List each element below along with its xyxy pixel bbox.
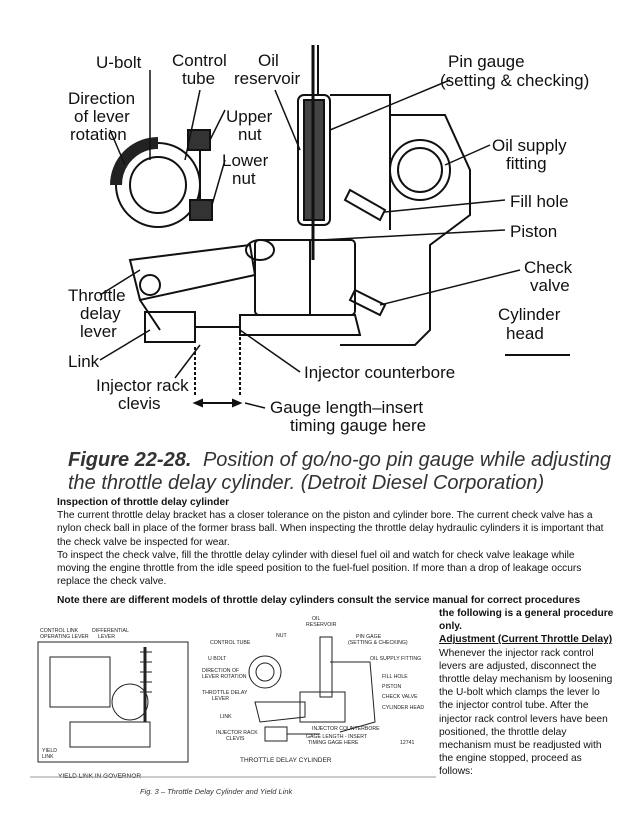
small-label-control-tube: CONTROL TUBE [210,640,251,646]
label-throttle-lever-3: lever [80,322,117,341]
small-label-yield: YIELD [42,748,57,754]
label-upper-nut-1: Upper [226,107,273,126]
small-label-u-bolt: U BOLT [208,656,227,662]
article-heading: Inspection of throttle delay cylinder [57,497,230,508]
label-ubolt: U-bolt [96,53,142,72]
label-link: Link [68,352,100,371]
throttle-cylinder-small-drawing [248,636,376,742]
label-oil-reservoir-2: reservoir [234,69,300,88]
small-label-nut: NUT [276,633,287,639]
small-label-piston: PISTON [382,684,401,690]
small-label-pin-gage: PIN GAGE [356,634,382,640]
small-label-check-valve: CHECK VALVE [382,694,418,700]
small-label-timing-gage: TIMING GAGE HERE [308,740,359,746]
small-label-reservoir: RESERVOIR [306,622,337,628]
small-label-injector-rack: INJECTOR RACK [216,730,258,736]
small-label-setting-checking: (SETTING & CHECKING) [348,640,408,646]
small-label-oil-supply: OIL SUPPLY FITTING [370,656,421,662]
adjustment-column: the following is a general procedure onl… [439,607,614,779]
label-fill-hole: Fill hole [510,192,569,211]
article-paragraph-2: To inspect the check valve, fill the thr… [57,549,582,588]
figure-3-throttle-delay: CONTROL LINK OPERATING LEVER DIFFERENTIA… [30,616,436,796]
note-line: Note there are different models of throt… [57,595,581,606]
label-cylinder-head-1: Cylinder [498,305,561,324]
label-oil-reservoir-1: Oil [258,51,279,70]
article-paragraph-1: The current throttle delay bracket has a… [57,510,604,548]
figure-caption-line2: the throttle delay cylinder. (Detroit Di… [68,472,544,494]
cylinder-head-drawing [330,94,471,346]
label-control-tube-1: Control [172,51,227,70]
figure-caption-number: Figure 22-28. [68,449,191,471]
governor-drawing [37,621,430,763]
delay-cylinder-drawing [239,188,387,336]
label-piston: Piston [510,222,557,241]
label-gauge-length-2: timing gauge here [290,416,426,435]
small-label-oil: OIL [312,616,320,622]
oil-reservoir-drawing [297,45,331,260]
small-caption-throttle-delay: THROTTLE DELAY CYLINDER [240,757,332,764]
label-oil-supply-2: fitting [506,154,547,173]
adjustment-body: Whenever the injector rack control lever… [439,647,613,778]
label-throttle-lever-2: delay [80,304,121,323]
label-injector-counterbore: Injector counterbore [304,363,455,382]
small-label-fill-hole: FILL HOLE [382,674,408,680]
small-label-throttle-delay: THROTTLE DELAY [202,690,248,696]
small-label-fig-code: 12741 [400,740,415,746]
label-upper-nut-2: nut [238,125,262,144]
label-throttle-lever-1: Throttle [68,286,126,305]
label-lower-nut-2: nut [232,169,256,188]
label-cylinder-head-2: head [506,324,544,343]
note-continuation: the following is a general procedure onl… [439,608,614,633]
figure-caption-line1: Position of go/no-go pin gauge while adj… [203,449,611,471]
small-label-link: LINK [220,714,232,720]
small-label-clevis: CLEVIS [226,736,245,742]
ubolt-drawing [110,129,213,228]
label-gauge-length-1: Gauge length–insert [270,398,423,417]
small-label-direction-1: DIRECTION OF [202,668,239,674]
article-body: Inspection of throttle delay cylinder Th… [57,496,609,588]
label-injector-rack-1: Injector rack [96,376,189,395]
label-pin-gauge-2: (setting & checking) [440,71,589,90]
label-pin-gauge-1: Pin gauge [448,52,525,71]
label-direction-2: of lever [74,107,130,126]
small-label-differential: DIFFERENTIAL [92,628,129,634]
label-check-valve-1: Check [524,258,573,277]
small-label-yield-link: LINK [42,754,54,760]
small-label-injector-counterbore: INJECTOR COUNTERBORE [312,726,380,732]
figure-22-28: U-bolt Control tube Oil reservoir Pin ga… [68,45,611,494]
adjustment-heading: Adjustment (Current Throttle Delay) [439,634,613,646]
label-lower-nut-1: Lower [222,151,269,170]
small-label-throttle-delay-lever: LEVER [212,696,229,702]
small-label-lever: LEVER [98,634,115,640]
label-check-valve-2: valve [530,276,570,295]
small-label-operating-lever: OPERATING LEVER [40,634,89,640]
label-direction-1: Direction [68,89,135,108]
label-control-tube-2: tube [182,69,215,88]
label-oil-supply-1: Oil supply [492,136,567,155]
small-label-cylinder-head: CYLINDER HEAD [382,705,424,711]
small-label-control-link: CONTROL LINK [40,628,79,634]
lever-drawing [128,243,257,408]
label-direction-3: rotation [70,125,127,144]
leader-lines [99,70,570,409]
small-label-direction-2: LEVER ROTATION [202,674,247,680]
svg-text:Figure 22-28. Position o: Figure 22-28. Position of go/no-go pin g… [68,449,611,471]
figure-3-caption: Fig. 3 – Throttle Delay Cylinder and Yie… [140,787,294,796]
small-label-gage-length: GAGE LENGTH - INSERT [306,734,368,740]
label-injector-rack-2: clevis [118,394,161,413]
